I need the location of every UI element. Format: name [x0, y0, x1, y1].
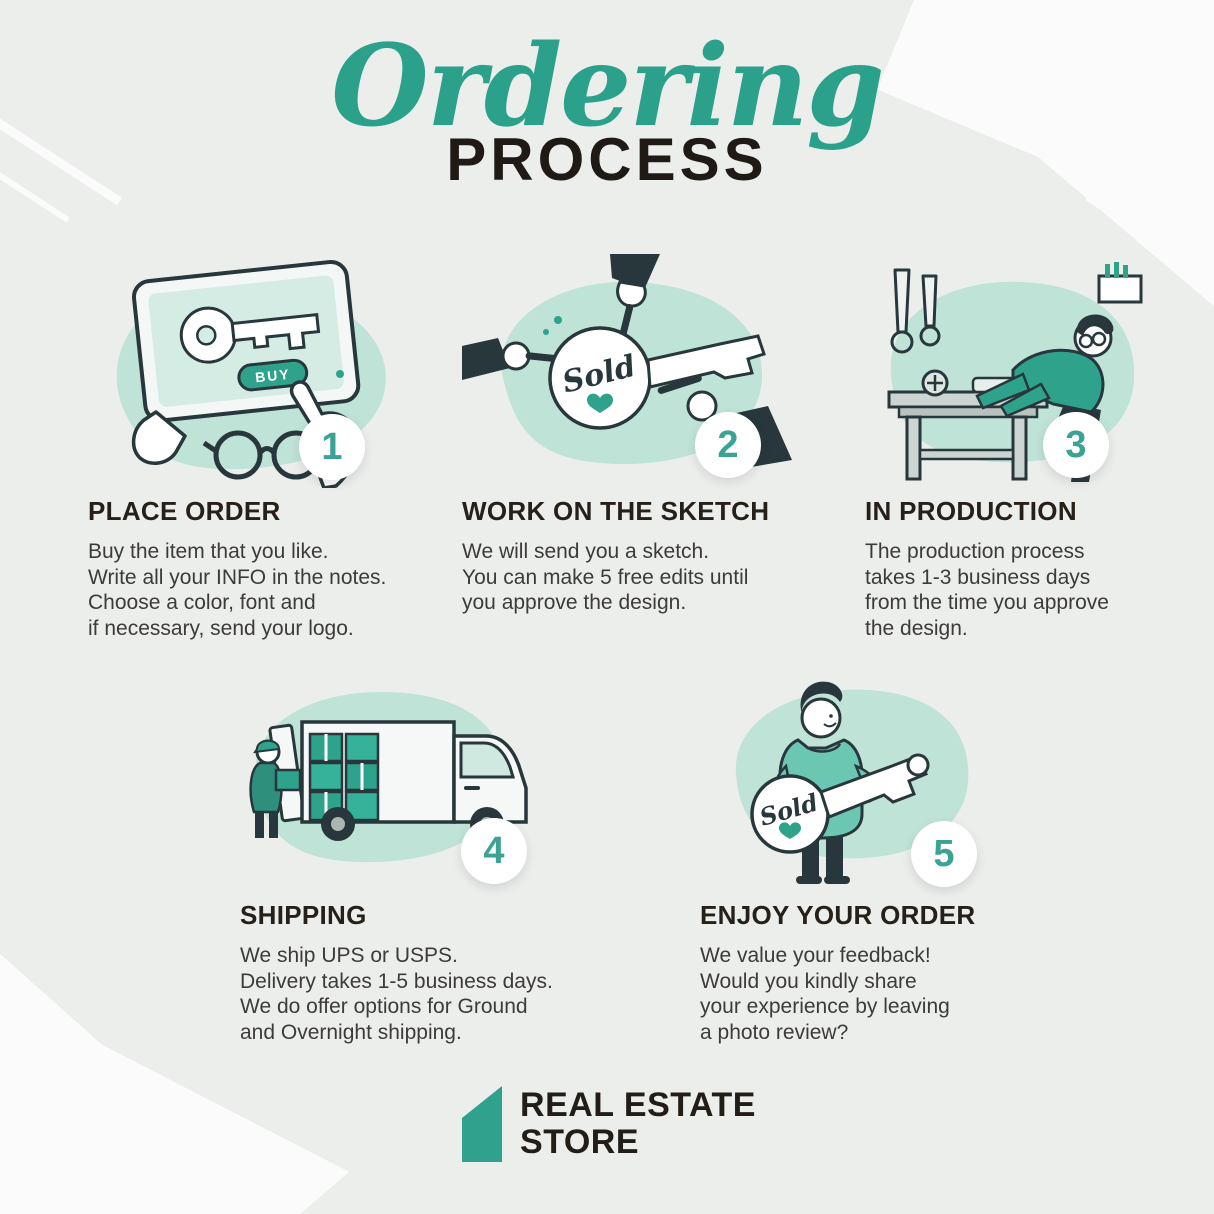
step-body: The production process takes 1-3 busines… [865, 540, 1109, 640]
svg-text:BUY: BUY [254, 366, 291, 386]
head [800, 697, 842, 739]
step-number-badge: 4 [461, 818, 527, 884]
production-illustration [887, 262, 1143, 482]
hand-right [686, 390, 718, 422]
buy-button: BUY [237, 358, 309, 392]
glasses-icon [1091, 331, 1107, 347]
holding-hand [131, 410, 187, 465]
step-number-badge: 5 [911, 821, 977, 887]
leg [255, 812, 264, 838]
step5-illustration-area: Sold 5 [700, 666, 1030, 892]
page-title: Ordering PROCESS [0, 28, 1214, 190]
arm [975, 372, 1031, 410]
step-body: Buy the item that you like. Write all yo… [88, 540, 387, 640]
leg [826, 834, 843, 878]
heart-icon [779, 822, 801, 839]
hand-left [501, 341, 531, 371]
step-body: We ship UPS or USPS. Delivery takes 1-5 … [240, 944, 553, 1044]
step1-illustration-area: BUY 1 [88, 254, 460, 488]
windshield [459, 741, 516, 779]
step2-illustration-area: Sold 2 [462, 254, 812, 488]
pen-icon [657, 374, 702, 394]
step3-illustration-area: 3 [865, 254, 1165, 488]
sold-key-icon: Sold [750, 753, 930, 854]
key-icon [179, 306, 321, 364]
step-heading: PLACE ORDER [88, 496, 281, 526]
step-number-badge: 3 [1043, 412, 1109, 478]
step-enjoy-order: Sold 5 ENJOY YOUR ORDER We value your fe… [700, 666, 1030, 1045]
hand-top [616, 280, 647, 308]
brand-line-1: REAL ESTATE [520, 1086, 756, 1125]
tool-shelf [1097, 262, 1143, 304]
shoe [824, 876, 850, 884]
carried-box [274, 768, 302, 792]
step-work-on-sketch: Sold 2 WORK ON THE SKETCH We will send y… [462, 254, 812, 616]
delivery-worker [249, 739, 302, 838]
brand-logo: REAL ESTATE STORE [458, 1086, 756, 1162]
brand-arrow-icon [462, 1086, 503, 1162]
step4-illustration-area: 4 [240, 666, 622, 892]
hair [800, 681, 843, 714]
arm [999, 382, 1051, 418]
title-script-word: Ordering [331, 21, 884, 152]
step-in-production: 3 IN PRODUCTION The production process t… [865, 254, 1165, 641]
brand-text: REAL ESTATE STORE [520, 1087, 756, 1160]
shoe [796, 876, 822, 884]
step-heading: SHIPPING [240, 900, 367, 930]
sleeve-left [462, 338, 510, 380]
sparkle-dot [336, 370, 344, 378]
shipping-illustration [249, 691, 528, 863]
heart-icon [587, 393, 613, 413]
step-heading: ENJOY YOUR ORDER [700, 900, 976, 930]
glove-hand [906, 753, 930, 777]
footer: REAL ESTATE STORE [0, 1086, 1214, 1162]
sparkle-dot [543, 329, 549, 335]
sweater [1011, 348, 1105, 414]
sold-key-sign: Sold [548, 326, 766, 430]
eye [829, 714, 833, 718]
delivery-van-icon [268, 720, 528, 841]
cap [252, 739, 281, 754]
enjoy-order-illustration: Sold [735, 681, 969, 884]
step-shipping: 4 SHIPPING We ship UPS or USPS. Delivery… [240, 666, 622, 1045]
smile [823, 722, 837, 728]
step-heading: WORK ON THE SKETCH [462, 496, 770, 526]
saw-icons [890, 268, 941, 354]
hair [1076, 314, 1114, 336]
title-block-word: PROCESS [446, 125, 768, 193]
glasses-icon [1078, 333, 1094, 349]
door-handle [464, 786, 480, 790]
step-number-badge: 1 [299, 414, 365, 480]
leg [269, 812, 278, 838]
hood-line [802, 743, 842, 753]
step-body: We will send you a sketch. You can make … [462, 540, 749, 615]
sparkle-dot [554, 316, 562, 324]
step-body: We value your feedback! Would you kindly… [700, 944, 950, 1044]
step-heading: IN PRODUCTION [865, 496, 1077, 526]
step-number-badge: 2 [695, 412, 761, 478]
place-order-illustration: BUY [116, 259, 386, 488]
cargo-boxes [308, 732, 380, 822]
step-place-order: BUY 1 PLACE ORDER [88, 254, 460, 641]
brand-line-2: STORE [520, 1123, 640, 1161]
